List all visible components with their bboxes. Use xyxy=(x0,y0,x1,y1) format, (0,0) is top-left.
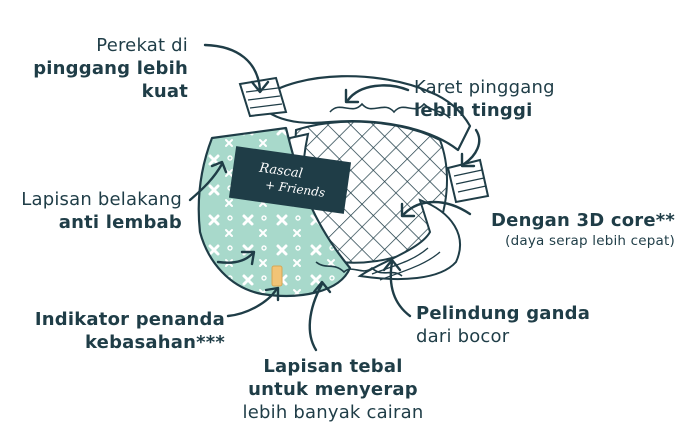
arrow-indikator xyxy=(226,288,278,318)
waistband-ruffle xyxy=(329,102,451,119)
brand-label: Rascal + Friends xyxy=(228,146,352,214)
callout-lapisan-belakang-line2: anti lembab xyxy=(58,212,182,233)
arrow-core-head xyxy=(400,202,416,218)
arrow-lapisan-head xyxy=(210,160,228,174)
ruffled-edge xyxy=(315,261,403,277)
callout-pelindung: Pelindung ganda dari bocor xyxy=(416,302,590,348)
arrow-perekat-head xyxy=(250,80,270,94)
arrow-pelindung xyxy=(389,260,412,318)
callout-lapisan-tebal: Lapisan tebal untuk menyerap lebih banya… xyxy=(228,355,438,424)
arrow-lapisan xyxy=(188,162,224,202)
callout-lapisan-belakang: Lapisan belakang anti lembab xyxy=(21,188,182,234)
callout-karet-line2: lebih tinggi xyxy=(414,100,533,121)
callout-perekat: Perekat di pinggang lebih kuat xyxy=(33,34,188,103)
arrow-indikator-2 xyxy=(216,252,254,264)
arrow-pelindung-head xyxy=(382,258,402,272)
arrow-indikator-2-head xyxy=(240,250,256,266)
callout-3d-core: Dengan 3D core** (daya serap lebih cepat… xyxy=(491,209,675,250)
callout-lapisan-tebal-line3: lebih banyak cairan xyxy=(242,402,424,423)
callout-lapisan-belakang-line1: Lapisan belakang xyxy=(21,189,182,210)
arrow-karet-tab xyxy=(462,128,481,166)
callout-karet: Karet pinggang lebih tinggi xyxy=(414,76,555,122)
callout-pelindung-line1: Pelindung ganda xyxy=(416,303,591,324)
leg-cuff-right xyxy=(357,198,461,280)
callout-indikator-line1: Indikator penanda xyxy=(34,309,225,330)
arrow-core xyxy=(402,200,472,216)
arrow-karet-tab-head xyxy=(460,152,476,168)
wetness-indicator xyxy=(271,265,283,287)
arrow-karet xyxy=(346,84,410,102)
arrow-indikator-head xyxy=(264,286,280,302)
arrow-perekat xyxy=(203,43,262,92)
brand-line-1: Rascal xyxy=(257,161,303,182)
arrow-tebal xyxy=(308,282,324,352)
waistband-back xyxy=(260,75,472,152)
callout-pelindung-line2: dari bocor xyxy=(416,326,510,347)
callout-3d-core-line1: Dengan 3D core** xyxy=(491,210,675,231)
arrow-tebal-head xyxy=(312,280,332,294)
callout-3d-core-line2: (daya serap lebih cepat) xyxy=(505,233,675,249)
callout-karet-line1: Karet pinggang xyxy=(414,77,555,98)
callout-perekat-line2: pinggang lebih xyxy=(33,58,188,79)
callout-lapisan-tebal-line1: Lapisan tebal xyxy=(263,356,403,377)
callout-indikator: Indikator penanda kebasahan*** xyxy=(35,308,225,354)
left-fastening-tab xyxy=(238,76,288,118)
callout-perekat-line3: kuat xyxy=(141,81,188,102)
callout-lapisan-tebal-line2: untuk menyerap xyxy=(248,379,418,400)
callout-perekat-line1: Perekat di xyxy=(96,35,188,56)
arrow-karet-head xyxy=(344,88,360,104)
callout-indikator-line2: kebasahan*** xyxy=(84,332,225,353)
